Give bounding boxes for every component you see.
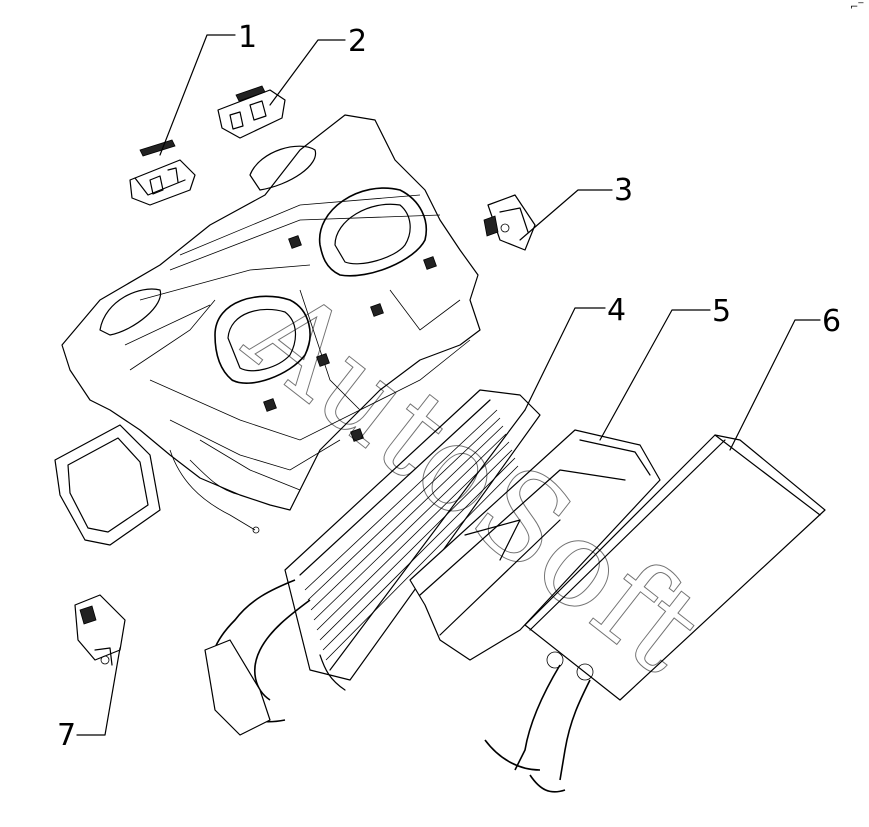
callout-3: 3 <box>614 173 633 208</box>
callout-7: 7 <box>57 718 76 753</box>
leader-6 <box>729 319 821 451</box>
callout-2: 2 <box>348 24 367 59</box>
corner-mark: ⌐‾ <box>850 2 864 13</box>
callout-1: 1 <box>238 20 257 55</box>
leader-2 <box>269 39 346 106</box>
leader-7 <box>76 647 121 736</box>
part-6-heater-core <box>484 434 826 793</box>
part-1-actuator <box>129 139 196 206</box>
leader-lines <box>76 34 821 736</box>
part-7-actuator <box>74 594 126 666</box>
part-3-actuator <box>483 194 536 251</box>
part-4-evaporator-core <box>204 389 541 736</box>
callout-5: 5 <box>712 294 731 329</box>
part-2-actuator <box>217 85 286 139</box>
leader-5 <box>599 309 711 441</box>
leader-4 <box>524 307 606 411</box>
callout-6: 6 <box>822 304 841 339</box>
part-5-heater-case <box>409 429 661 661</box>
leader-1 <box>159 34 236 156</box>
hvac-housing <box>54 114 481 546</box>
callout-4: 4 <box>607 293 626 328</box>
leader-3 <box>519 189 613 241</box>
